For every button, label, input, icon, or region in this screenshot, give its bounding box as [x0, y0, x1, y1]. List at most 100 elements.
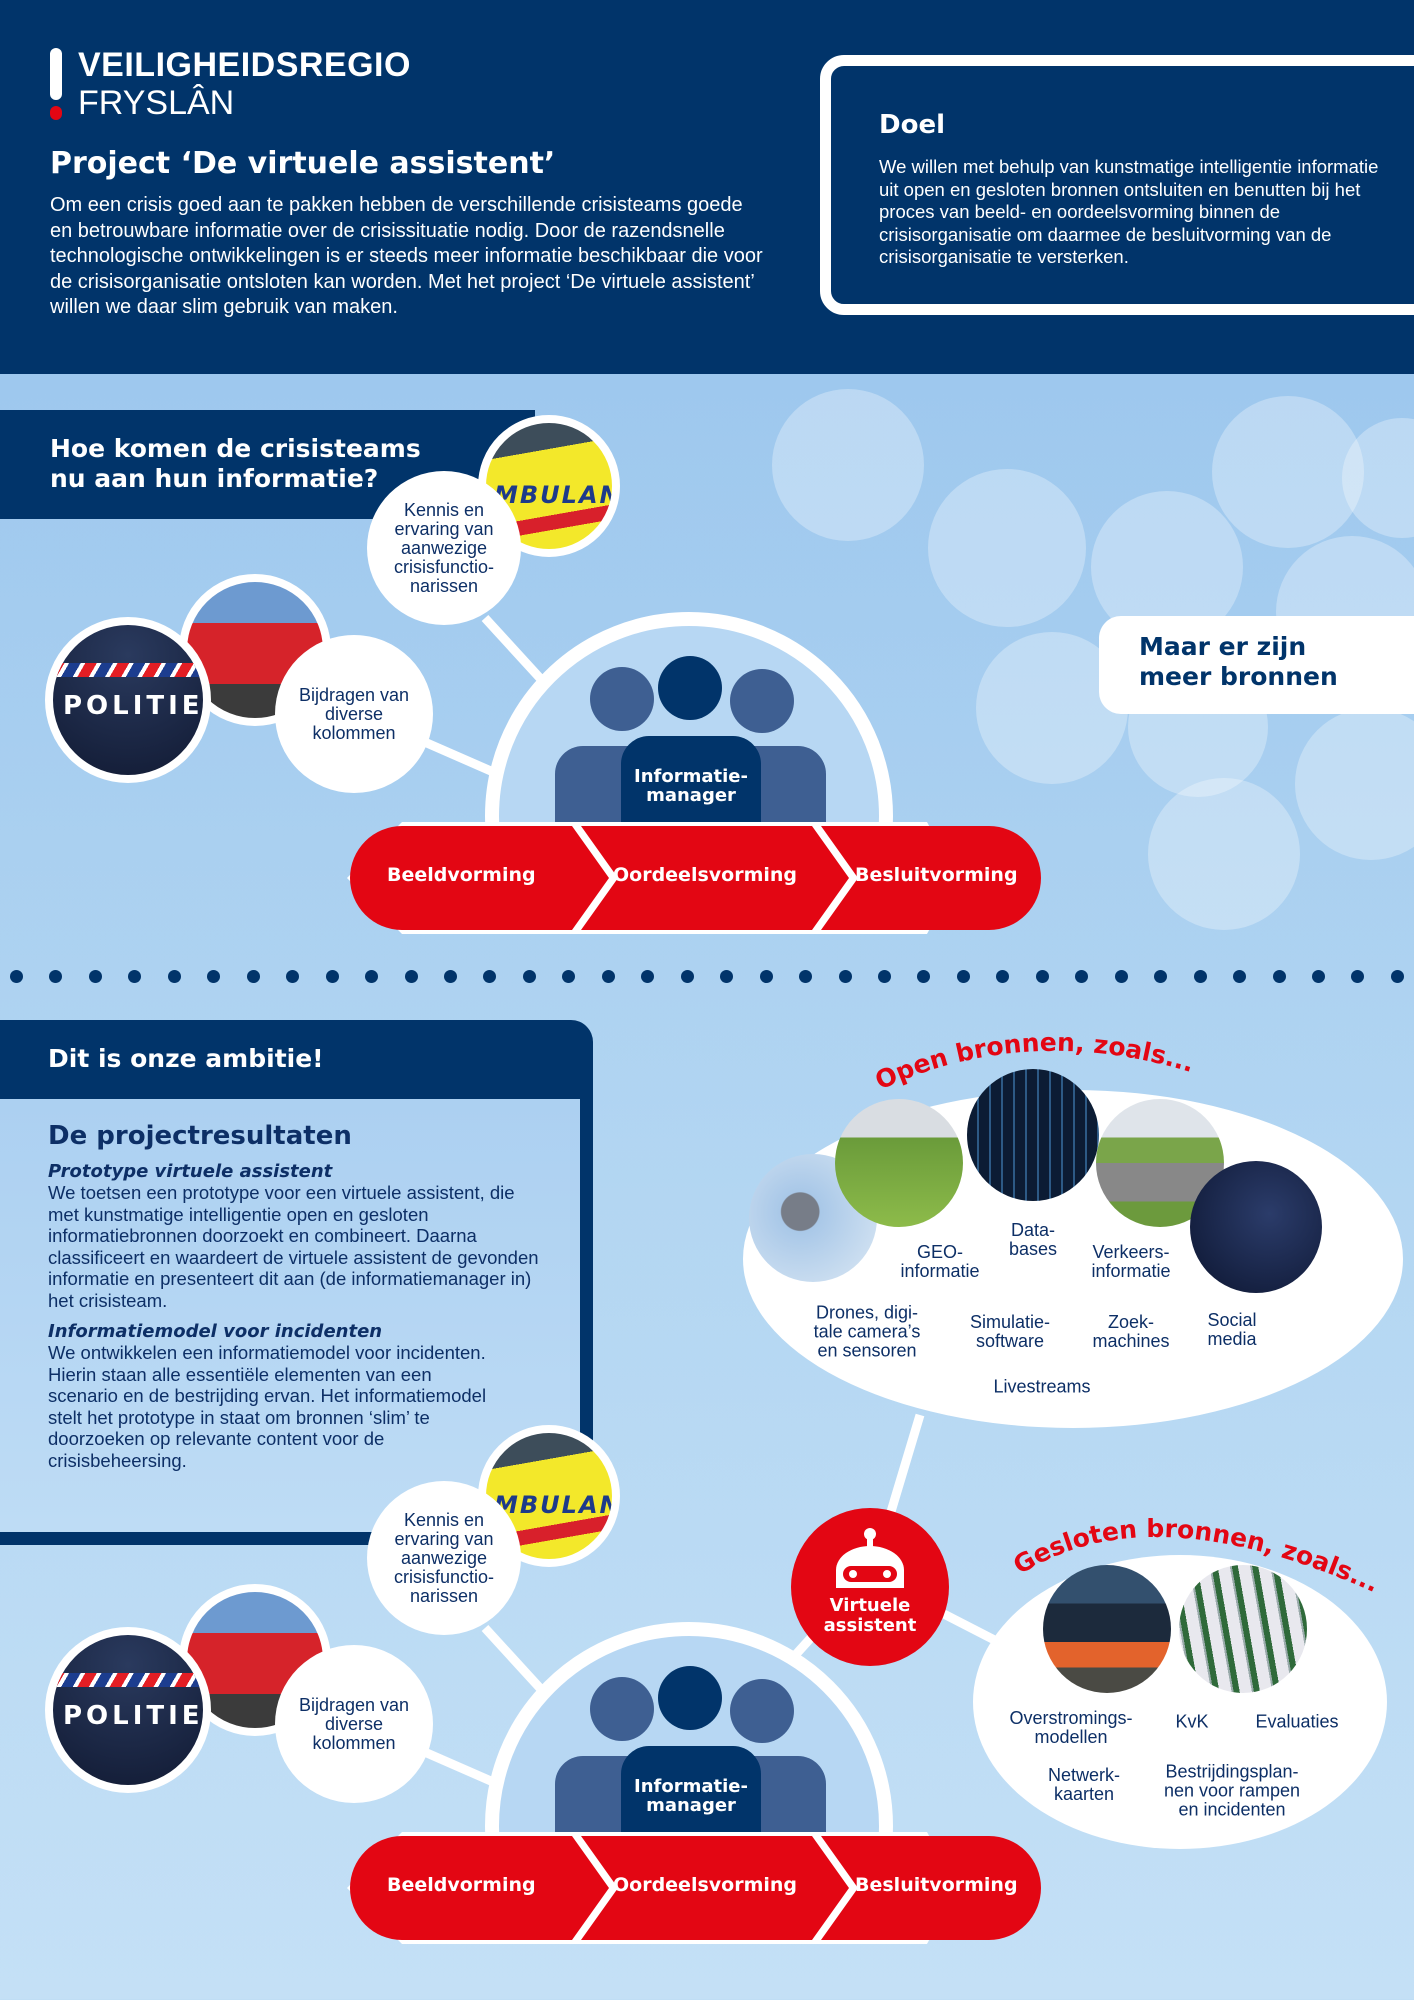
- divider-dot: [1233, 970, 1247, 983]
- closed-source-label: Evaluaties: [1255, 1711, 1339, 1732]
- open-source-label: Simulatie- software: [969, 1312, 1051, 1351]
- closed-source-label: Netwerk- kaarten: [1047, 1765, 1121, 1804]
- virtual-assistant-label: Virtuele assistent: [823, 1595, 917, 1636]
- divider-dot: [1075, 970, 1089, 983]
- virtual-assistant-node: Virtuele assistent: [791, 1508, 949, 1666]
- divider-dot: [10, 970, 23, 983]
- current-diagram: MBULANC Kennis en ervaring van aanwezige…: [0, 410, 1100, 940]
- divider-dot: [207, 970, 221, 983]
- database-photo: [967, 1069, 1099, 1201]
- divider-dot: [1035, 970, 1049, 983]
- open-source-label: Drones, digi- tale camera’s en sensoren: [813, 1302, 921, 1361]
- knowledge-circle: Kennis en ervaring van aanwezige crisisf…: [367, 471, 521, 625]
- goal-box: Doel We willen met behulp van kunstmatig…: [820, 55, 1414, 315]
- open-source-label: Social media: [1207, 1310, 1257, 1349]
- divider-dot: [720, 970, 734, 983]
- divider-dot: [167, 970, 181, 983]
- divider-dot: [325, 970, 339, 983]
- divider-dot: [365, 970, 379, 983]
- divider-dot: [917, 970, 931, 983]
- folders-photo: [1179, 1565, 1307, 1693]
- robot-icon: [836, 1528, 904, 1588]
- step-label: Beeldvorming: [387, 864, 536, 886]
- open-source-label: Zoek- machines: [1092, 1312, 1170, 1351]
- result-title: Informatiemodel voor incidenten: [48, 1321, 383, 1342]
- more-sources-text: Maar er zijn meer bronnen: [1139, 632, 1338, 691]
- divider-dot: [1351, 970, 1365, 983]
- step-beeldvorming: [350, 826, 609, 930]
- geo-photo: [835, 1099, 963, 1227]
- divider-dot: [562, 970, 576, 983]
- divider-dot: [1193, 970, 1207, 983]
- current-heading: Hoe komen de crisisteams nu aan hun info…: [50, 434, 421, 493]
- step-beeldvorming: [350, 1836, 609, 1940]
- divider-dot: [128, 970, 142, 983]
- contributions-circle: Bijdragen van diverse kolommen: [275, 635, 433, 793]
- step-label: Beeldvorming: [387, 1874, 536, 1896]
- closed-sources-bubble: [973, 1555, 1387, 1849]
- divider-dot: [1311, 970, 1325, 983]
- logo-exclamation-icon: [50, 48, 62, 100]
- logo-line2: FRYSLÂN: [78, 84, 235, 122]
- divider-dot: [483, 970, 497, 983]
- open-source-label: GEO- informatie: [900, 1242, 980, 1281]
- page-title: Project ‘De virtuele assistent’: [50, 146, 556, 181]
- step-label: Oordeelsvorming: [613, 864, 798, 886]
- logo-line1: VEILIGHEIDSREGIO: [78, 46, 411, 84]
- divider-dot: [246, 970, 260, 983]
- open-source-label: Livestreams: [993, 1376, 1091, 1397]
- divider-dot: [49, 970, 63, 983]
- divider-dot: [286, 970, 300, 983]
- dotted-divider: [0, 970, 1414, 984]
- closed-source-label: Overstromings- modellen: [1009, 1708, 1133, 1747]
- knowledge-circle: Kennis en ervaring van aanwezige crisisf…: [367, 1481, 521, 1635]
- divider-dot: [601, 970, 615, 983]
- divider-dot: [956, 970, 970, 983]
- person-head-icon: [590, 667, 654, 731]
- divider-dot: [838, 970, 852, 983]
- police-photo: POLITIE: [45, 617, 211, 783]
- result-title: Prototype virtuele assistent: [48, 1161, 333, 1182]
- divider-dot: [522, 970, 536, 983]
- ambition-diagram: MBULANC Kennis en ervaring van aanwezige…: [0, 1420, 1100, 1950]
- more-sources-box: Maar er zijn meer bronnen: [1099, 616, 1414, 714]
- contributions-circle: Bijdragen van diverse kolommen: [275, 1645, 433, 1803]
- divider-dot: [799, 970, 813, 983]
- closed-source-label: KvK: [1175, 1711, 1209, 1732]
- logo-dot-icon: [50, 106, 62, 120]
- information-manager-label: Informatie-manager: [634, 1776, 748, 1816]
- goal-title: Doel: [879, 110, 945, 140]
- information-manager-label: Informatie-manager: [634, 766, 748, 806]
- step-oordeelsvorming: [581, 826, 849, 930]
- open-source-label: Verkeers- informatie: [1091, 1242, 1171, 1281]
- step-besluitvorming: [821, 1836, 1041, 1940]
- divider-dot: [1114, 970, 1128, 983]
- person-head-icon: [730, 1679, 794, 1743]
- divider-dot: [1272, 970, 1286, 983]
- person-head-icon: [658, 656, 722, 720]
- divider-dot: [1154, 970, 1168, 983]
- open-source-label: Data- bases: [1008, 1220, 1058, 1259]
- person-head-icon: [658, 1666, 722, 1730]
- closed-source-label: Bestrijdingsplan- nen voor rampen en inc…: [1163, 1761, 1301, 1820]
- intro-text: Om een crisis goed aan te pakken hebben …: [50, 194, 763, 318]
- social-media-photo: [1190, 1161, 1322, 1293]
- divider-dot: [88, 970, 102, 983]
- result-text: We toetsen een prototype voor een virtue…: [48, 1182, 539, 1311]
- divider-dot: [680, 970, 694, 983]
- divider-dot: [877, 970, 891, 983]
- step-label: Oordeelsvorming: [613, 1874, 798, 1896]
- divider-dot: [996, 970, 1010, 983]
- police-photo: POLITIE: [45, 1627, 211, 1793]
- person-body-icon: [621, 1746, 761, 1836]
- person-head-icon: [730, 669, 794, 733]
- result-text: We ontwikkelen een informatiemodel voor …: [48, 1342, 487, 1471]
- goal-text: We willen met behulp van kunstmatige int…: [879, 156, 1379, 267]
- ambition-heading: Dit is onze ambitie!: [48, 1044, 324, 1073]
- person-body-icon: [621, 736, 761, 826]
- divider-dot: [1390, 970, 1404, 983]
- person-head-icon: [590, 1677, 654, 1741]
- divider-dot: [759, 970, 773, 983]
- flood-boots-photo: [1043, 1565, 1171, 1693]
- divider-dot: [443, 970, 457, 983]
